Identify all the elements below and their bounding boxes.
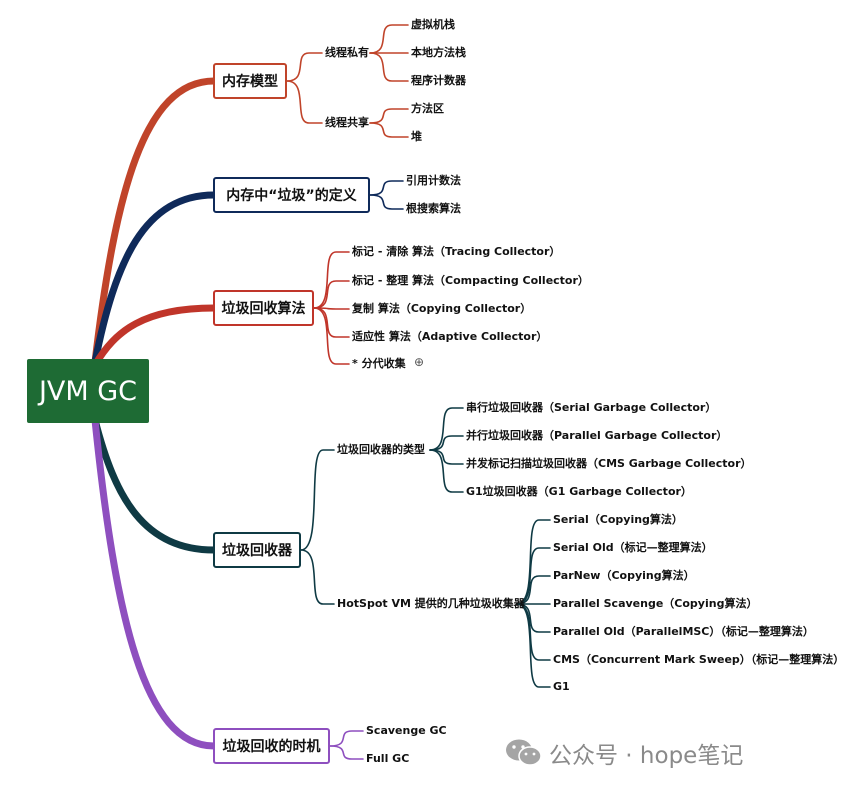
leaf-mark-sweep[interactable]: 标记 - 清除 算法（Tracing Collector） bbox=[352, 245, 561, 258]
fan-hotspot-6 bbox=[516, 603, 551, 688]
branch-algorithms bbox=[91, 304, 218, 369]
leaf-mark-compact[interactable]: 标记 - 整理 算法（Compacting Collector） bbox=[352, 274, 589, 287]
leaf-root-search[interactable]: 根搜索算法 bbox=[406, 202, 461, 215]
leaf-reference-counting[interactable]: 引用计数法 bbox=[406, 174, 461, 187]
fan-collectors-0 bbox=[300, 449, 335, 551]
leaf-native-method-stack[interactable]: 本地方法栈 bbox=[411, 46, 466, 59]
fan-algorithms-0 bbox=[313, 251, 350, 309]
watermark-text: 公众号 · hope笔记 bbox=[549, 743, 744, 769]
leaf-hotspot-parallel-scavenge[interactable]: Parallel Scavenge（Copying算法） bbox=[553, 597, 758, 610]
fan-shared-1 bbox=[369, 122, 409, 138]
leaf-adaptive[interactable]: 适应性 算法（Adaptive Collector） bbox=[352, 330, 548, 343]
fan-private-2 bbox=[369, 52, 409, 82]
fan-types-3 bbox=[429, 449, 464, 493]
leaf-program-counter[interactable]: 程序计数器 bbox=[411, 74, 466, 87]
leaf-generational[interactable]: * 分代收集 bbox=[352, 357, 406, 370]
fan-timing-1 bbox=[329, 745, 364, 760]
fan-types-0 bbox=[429, 407, 464, 451]
leaf-scavenge-gc[interactable]: Scavenge GC bbox=[366, 724, 447, 737]
leaf-parallel-gc[interactable]: 并行垃圾回收器（Parallel Garbage Collector） bbox=[466, 429, 728, 442]
watermark: 公众号 · hope笔记 bbox=[505, 736, 743, 770]
subtopic-collector-types[interactable]: 垃圾回收器的类型 bbox=[337, 443, 425, 456]
wechat-icon bbox=[505, 738, 543, 768]
topic-gc-collectors[interactable]: 垃圾回收器 bbox=[213, 532, 301, 568]
fan-algorithms-3 bbox=[313, 307, 350, 338]
fan-hotspot-1 bbox=[516, 547, 551, 605]
fan-hotspot-0 bbox=[516, 519, 551, 605]
topic-gc-timing[interactable]: 垃圾回收的时机 bbox=[213, 728, 330, 764]
subtopic-hotspot-collectors[interactable]: HotSpot VM 提供的几种垃圾收集器 bbox=[337, 597, 525, 610]
fan-private-0 bbox=[369, 24, 409, 54]
fan-garbage-1 bbox=[369, 194, 404, 210]
leaf-hotspot-parallel-old[interactable]: Parallel Old（ParallelMSC）（标记—整理算法） bbox=[553, 625, 814, 638]
leaf-serial-gc[interactable]: 串行垃圾回收器（Serial Garbage Collector） bbox=[466, 401, 717, 414]
topic-gc-algorithms[interactable]: 垃圾回收算法 bbox=[213, 290, 314, 326]
leaf-hotspot-g1[interactable]: G1 bbox=[553, 680, 570, 693]
fan-collectors-1 bbox=[300, 549, 335, 605]
leaf-full-gc[interactable]: Full GC bbox=[366, 752, 410, 765]
fan-shared-0 bbox=[369, 108, 409, 124]
fan-types-1 bbox=[429, 435, 464, 451]
topic-garbage-definition[interactable]: 内存中“垃圾”的定义 bbox=[213, 177, 370, 213]
leaf-copying[interactable]: 复制 算法（Copying Collector） bbox=[352, 302, 532, 315]
leaf-cms-gc[interactable]: 并发标记扫描垃圾回收器（CMS Garbage Collector） bbox=[466, 457, 752, 470]
fan-garbage-0 bbox=[369, 180, 404, 196]
fan-algorithms-1 bbox=[313, 280, 350, 309]
fan-algorithms-4 bbox=[313, 307, 350, 365]
leaf-vm-stack[interactable]: 虚拟机栈 bbox=[411, 18, 455, 31]
plus-circle-icon[interactable]: ⊕ bbox=[414, 355, 425, 369]
fan-hotspot-2 bbox=[516, 575, 551, 605]
leaf-heap[interactable]: 堆 bbox=[411, 130, 422, 143]
leaf-g1-gc[interactable]: G1垃圾回收器（G1 Garbage Collector） bbox=[466, 485, 692, 498]
fan-memory-0 bbox=[286, 52, 323, 82]
leaf-hotspot-cms[interactable]: CMS（Concurrent Mark Sweep）（标记—整理算法） bbox=[553, 653, 845, 666]
leaf-hotspot-serial-old[interactable]: Serial Old（标记—整理算法） bbox=[553, 541, 713, 554]
branch-garbage bbox=[91, 191, 218, 366]
topic-memory-model[interactable]: 内存模型 bbox=[213, 63, 287, 99]
root-node[interactable]: JVM GC bbox=[27, 359, 149, 423]
fan-types-2 bbox=[429, 449, 464, 465]
subtopic-thread-shared[interactable]: 线程共享 bbox=[325, 116, 369, 129]
branch-collectors bbox=[91, 416, 218, 554]
subtopic-thread-private[interactable]: 线程私有 bbox=[325, 46, 369, 59]
branch-memory bbox=[91, 77, 218, 366]
leaf-hotspot-parnew[interactable]: ParNew（Copying算法） bbox=[553, 569, 695, 582]
branch-timing bbox=[91, 416, 218, 750]
fan-memory-1 bbox=[286, 80, 323, 124]
fan-timing-0 bbox=[329, 730, 364, 747]
leaf-method-area[interactable]: 方法区 bbox=[411, 102, 444, 115]
leaf-hotspot-serial[interactable]: Serial（Copying算法） bbox=[553, 513, 683, 526]
